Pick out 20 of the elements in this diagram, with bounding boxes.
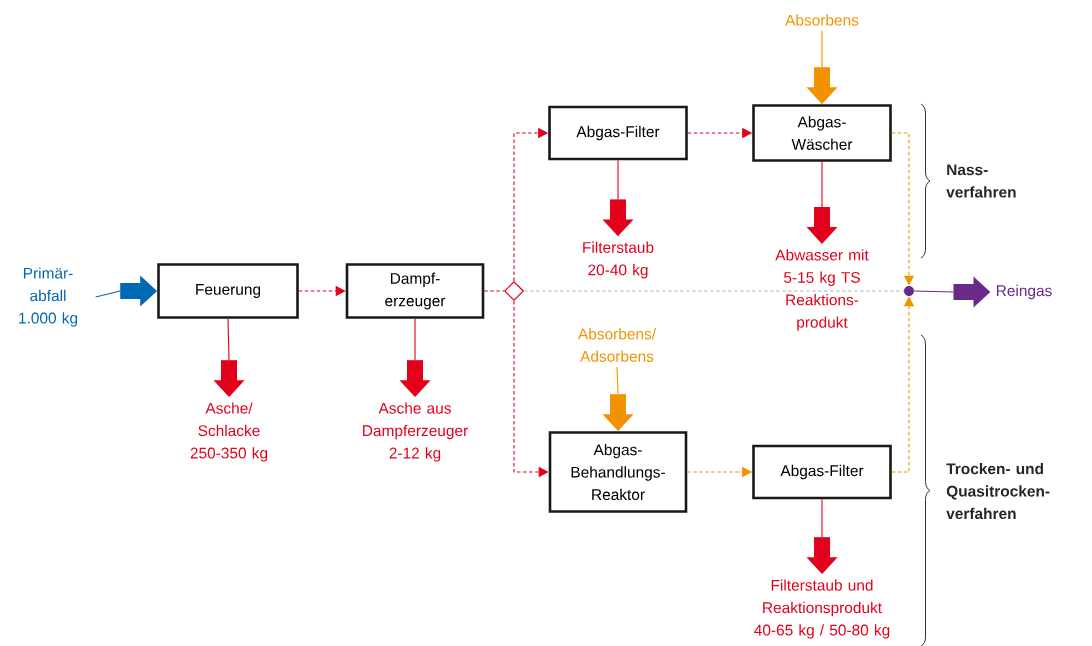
arrow bbox=[891, 132, 915, 286]
flow-label: Asche aus Dampferzeuger 2-12 kg bbox=[363, 402, 468, 462]
process-box: Abgas-Filter bbox=[548, 105, 688, 161]
flow-label: Filterstaub und Reaktionsprodukt 40-65 kg / 50-80 kg bbox=[754, 579, 890, 639]
flow-label: Abwasser mit 5-15 kg TS Reaktions- produkt bbox=[775, 249, 869, 331]
flow-label: Primär- abfall 1.000 kg bbox=[19, 267, 78, 327]
flow-label: Asche/ Schlacke 250-350 kg bbox=[190, 402, 268, 462]
flow-label: Absorbens bbox=[785, 14, 859, 26]
connector-line bbox=[523, 290, 905, 292]
process-box: Abgas-Filter bbox=[752, 444, 892, 500]
flow-label: Absorbens/ Adsorbens bbox=[578, 328, 657, 362]
connector-line bbox=[483, 290, 505, 292]
process-box: Dampf- erzeuger bbox=[345, 263, 485, 319]
process-box: Abgas- Wäscher bbox=[752, 104, 892, 162]
process-box: Abgas- Behandlungs- Reaktor bbox=[548, 431, 688, 513]
process-box: Feuerung bbox=[157, 263, 299, 319]
bracket-label: Nass- verfahren bbox=[946, 164, 1016, 198]
bracket-label: Trocken- und Quasitrocken- verfahren bbox=[946, 462, 1050, 520]
flow-label: Reingas bbox=[996, 284, 1052, 300]
flow-label: Filterstaub 20-40 kg bbox=[583, 241, 654, 279]
